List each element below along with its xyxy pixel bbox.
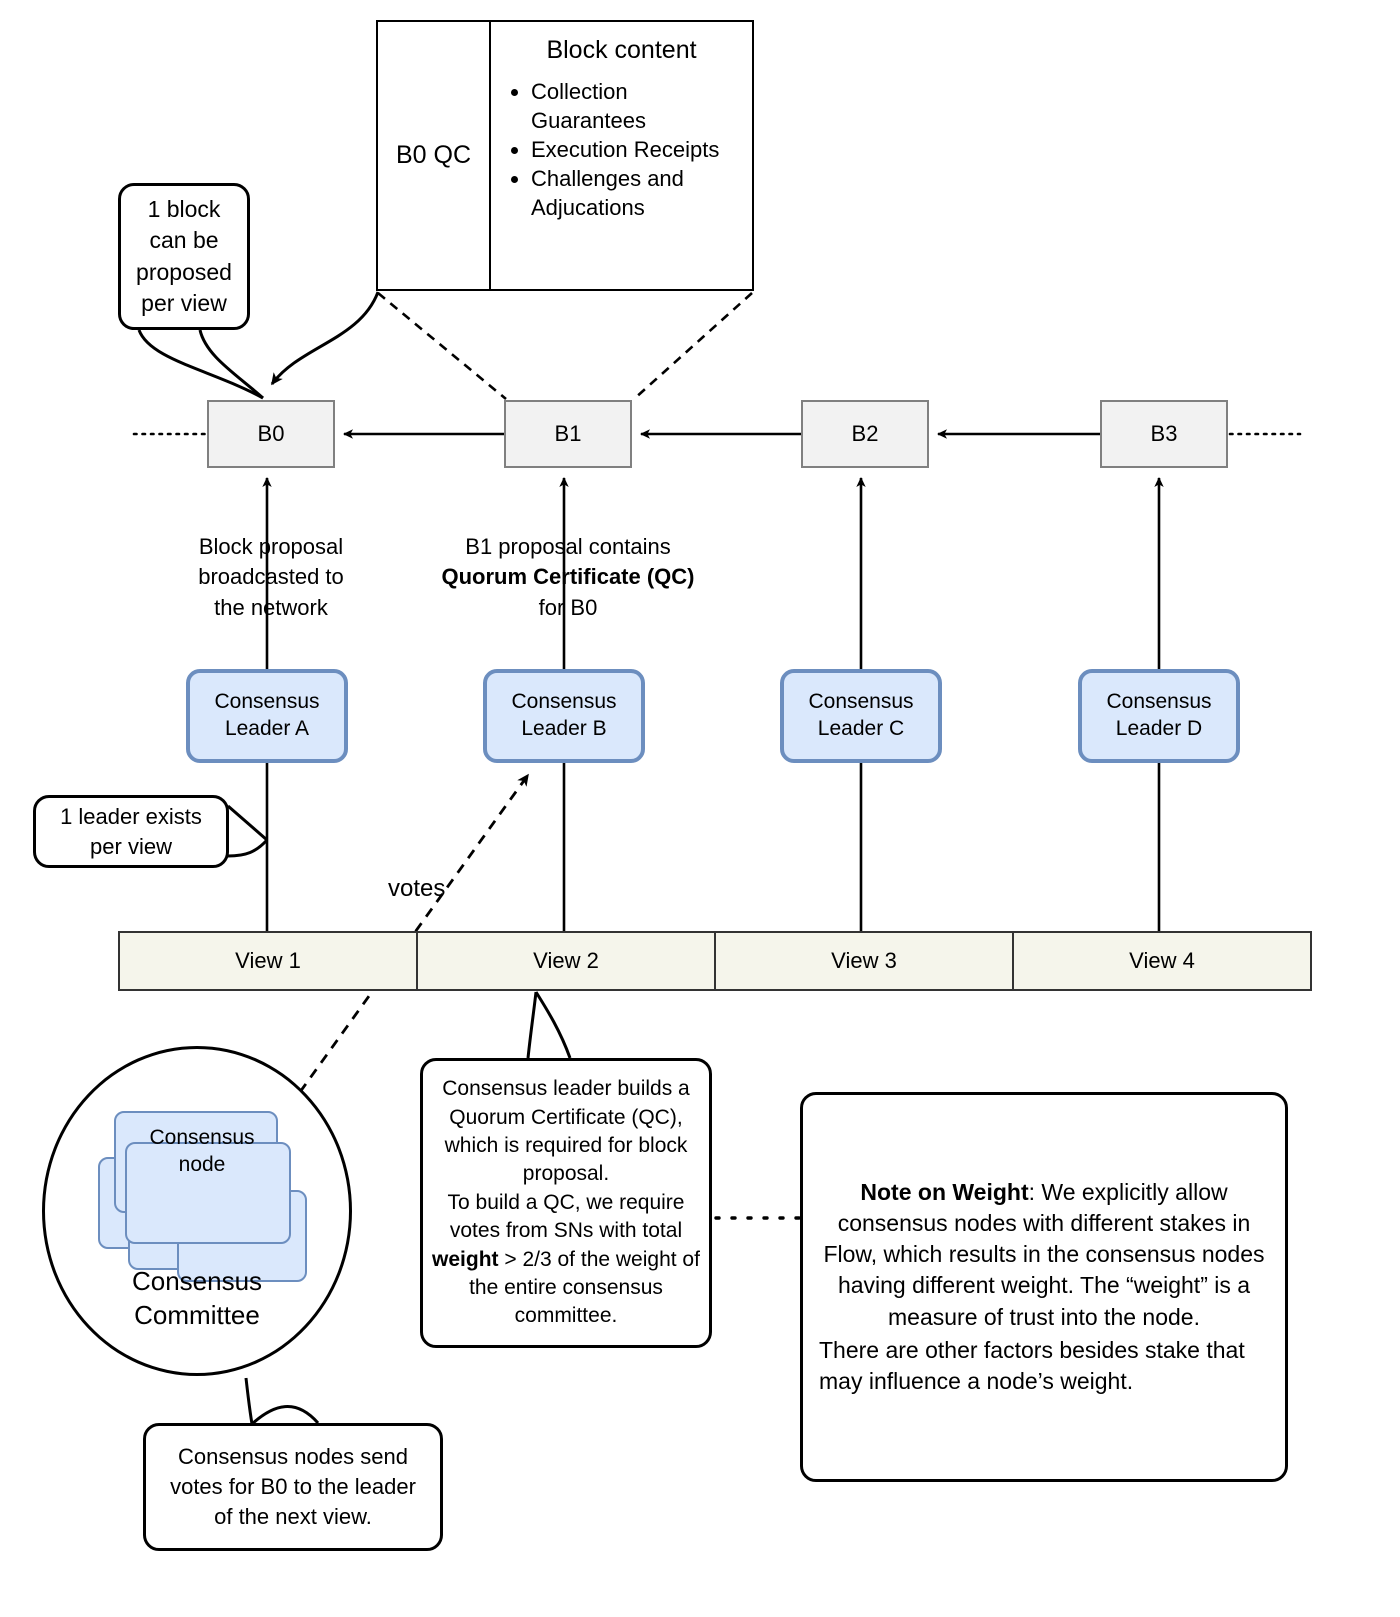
caption-line: broadcasted to — [198, 564, 344, 590]
leader-label-line: Leader D — [1115, 717, 1203, 740]
leader-label-line: Consensus — [1106, 690, 1212, 714]
consensus-leader-c[interactable]: Consensus Leader C — [780, 669, 942, 763]
callout-qc-build: Consensus leader builds a Quorum Certifi… — [420, 1058, 712, 1348]
callout-votes-to-next-leader: Consensus nodes send votes for B0 to the… — [143, 1423, 443, 1551]
view-cell-3[interactable]: View 3 — [716, 933, 1014, 989]
caption-line: the network — [214, 594, 328, 620]
block-b2[interactable]: B2 — [801, 400, 929, 468]
callout-one-leader-per-view: 1 leader exists per view — [33, 795, 229, 868]
leader-label-line: Consensus — [511, 690, 617, 714]
view-cell-4[interactable]: View 4 — [1129, 948, 1195, 973]
leader-label-line: Leader C — [817, 717, 905, 740]
note-paragraph-1: Note on Weight: We explicitly allow cons… — [819, 1177, 1269, 1332]
leader-label-line: Leader A — [224, 717, 310, 740]
view-timeline-bar: View 1 View 2 View 3 View 4 — [118, 931, 1312, 991]
callout-one-block-per-view: 1 block can be proposed per view — [118, 183, 250, 330]
view-cell-1[interactable]: View 1 — [120, 933, 418, 989]
callout-note-on-weight: Note on Weight: We explicitly allow cons… — [800, 1092, 1288, 1482]
block-content-cell: Block content Collection Guarantees Exec… — [491, 22, 752, 289]
consensus-node-stack-1 — [125, 1142, 291, 1244]
qc-p2-a: To build a QC, we require votes from SNs… — [447, 1190, 685, 1243]
caption-bold: Quorum Certificate (QC) — [441, 564, 695, 590]
caption-line: B1 proposal contains — [465, 534, 671, 559]
view-cell-2[interactable]: View 2 — [418, 933, 716, 989]
consensus-leader-a[interactable]: Consensus Leader A — [186, 669, 348, 763]
list-item: Challenges and Adjucations — [531, 164, 742, 222]
block-content-table: B0 QC Block content Collection Guarantee… — [376, 20, 754, 291]
list-item: Execution Receipts — [531, 135, 742, 164]
votes-label: votes — [388, 875, 446, 902]
block-b3[interactable]: B3 — [1100, 400, 1228, 468]
callout-qc-paragraph-1: Consensus leader builds a Quorum Certifi… — [442, 1077, 690, 1186]
block-content-list: Collection Guarantees Execution Receipts… — [501, 77, 742, 222]
b0-qc-cell: B0 QC — [378, 22, 491, 289]
qc-p2-bold: weight — [432, 1247, 499, 1271]
leader-label-line: Consensus — [808, 690, 914, 714]
committee-label-line: Committee — [134, 1299, 260, 1330]
consensus-node-label-line: node — [178, 1153, 226, 1177]
caption-line: Block proposal — [198, 534, 344, 559]
caption-line: for B0 — [538, 594, 598, 620]
consensus-leader-d[interactable]: Consensus Leader D — [1078, 669, 1240, 763]
leader-label-line: Consensus — [214, 690, 320, 714]
note-paragraph-2: There are other factors besides stake th… — [819, 1336, 1245, 1394]
callout-qc-paragraph-2: To build a QC, we require votes from SNs… — [431, 1189, 701, 1331]
consensus-node-label-line: Consensus — [149, 1126, 255, 1149]
consensus-leader-b[interactable]: Consensus Leader B — [483, 669, 645, 763]
caption-b1: B1 proposal contains Quorum Certificate … — [418, 532, 718, 623]
caption-b0: Block proposal broadcasted to the networ… — [121, 532, 421, 623]
qc-p2-b: > 2/3 of the weight of the entire consen… — [469, 1247, 700, 1328]
consensus-node-label: Consensus node — [117, 1124, 287, 1179]
note-body: : We explicitly allow consensus nodes wi… — [823, 1179, 1265, 1330]
block-content-title: Block content — [546, 36, 697, 64]
note-title: Note on Weight — [860, 1179, 1029, 1206]
block-b0[interactable]: B0 — [207, 400, 335, 468]
leader-label-line: Leader B — [521, 717, 607, 740]
consensus-committee-label: Consensus Committee — [82, 1265, 312, 1333]
list-item: Collection Guarantees — [531, 77, 742, 135]
block-b1[interactable]: B1 — [504, 400, 632, 468]
committee-label-line: Consensus — [131, 1266, 263, 1296]
